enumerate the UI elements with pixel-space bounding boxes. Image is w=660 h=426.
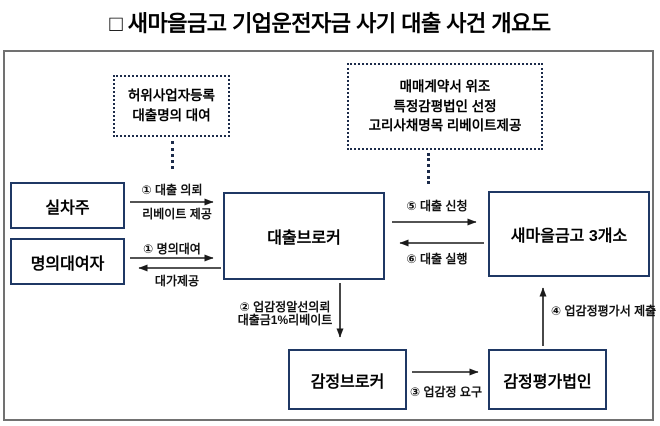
- label-compensation: 대가제공: [154, 274, 200, 288]
- node-label: 실차주: [45, 199, 90, 217]
- node-label: 새마을금고 3개소: [510, 228, 628, 245]
- note-line: 허위사업자등록: [128, 88, 215, 104]
- label-loan-application: ⑤ 대출 신청: [406, 199, 468, 213]
- note-contract-forgery: 매매계약서 위조 특정감평법인 선정 고리사채명목 리베이트제공: [347, 63, 543, 150]
- label-line: 대출금1%리베이트: [237, 312, 333, 327]
- note-line: 고리사채명목 리베이트제공: [368, 118, 522, 134]
- note-line: 대출명의 대여: [132, 108, 211, 123]
- node-appraisal-broker: 감정브로커: [288, 349, 407, 410]
- node-name-lender: 명의대여자: [10, 238, 125, 285]
- node-saemaul-geumgo: 새마을금고 3개소: [488, 191, 650, 277]
- node-label: 명의대여자: [30, 255, 105, 273]
- label-appraisal-referral: ② 업감정알선의뢰 대출금1%리베이트: [238, 301, 333, 326]
- label-loan-execution: ⑥ 대출 실행: [406, 252, 468, 266]
- label-loan-request: ① 대출 의뢰: [141, 183, 203, 197]
- node-label: 감정평가법인: [503, 373, 592, 391]
- label-appraisal-demand: ③ 업감정 요구: [409, 385, 483, 399]
- note-line: 특정감평법인 선정: [393, 98, 497, 114]
- note-fake-business-registration: 허위사업자등록 대출명의 대여: [113, 75, 230, 137]
- node-appraisal-firm: 감정평가법인: [488, 349, 607, 410]
- label-name-lending: ① 명의대여: [143, 242, 201, 256]
- dotted-connector-right: [427, 153, 430, 184]
- dotted-connector-left: [171, 141, 174, 169]
- page-title: □ 새마을금고 기업운전자금 사기 대출 사건 개요도: [109, 11, 551, 36]
- node-label: 감정브로커: [310, 373, 385, 391]
- label-appraisal-report: ④ 업감정평가서 제출: [551, 304, 657, 318]
- note-line: 매매계약서 위조: [399, 79, 491, 95]
- label-rebate-provision: 리베이트 제공: [142, 207, 212, 221]
- node-label: 대출브로커: [267, 230, 341, 247]
- node-loan-broker: 대출브로커: [223, 192, 385, 280]
- node-real-borrower: 실차주: [10, 182, 125, 229]
- label-line: ② 업감정알선의뢰: [239, 300, 331, 314]
